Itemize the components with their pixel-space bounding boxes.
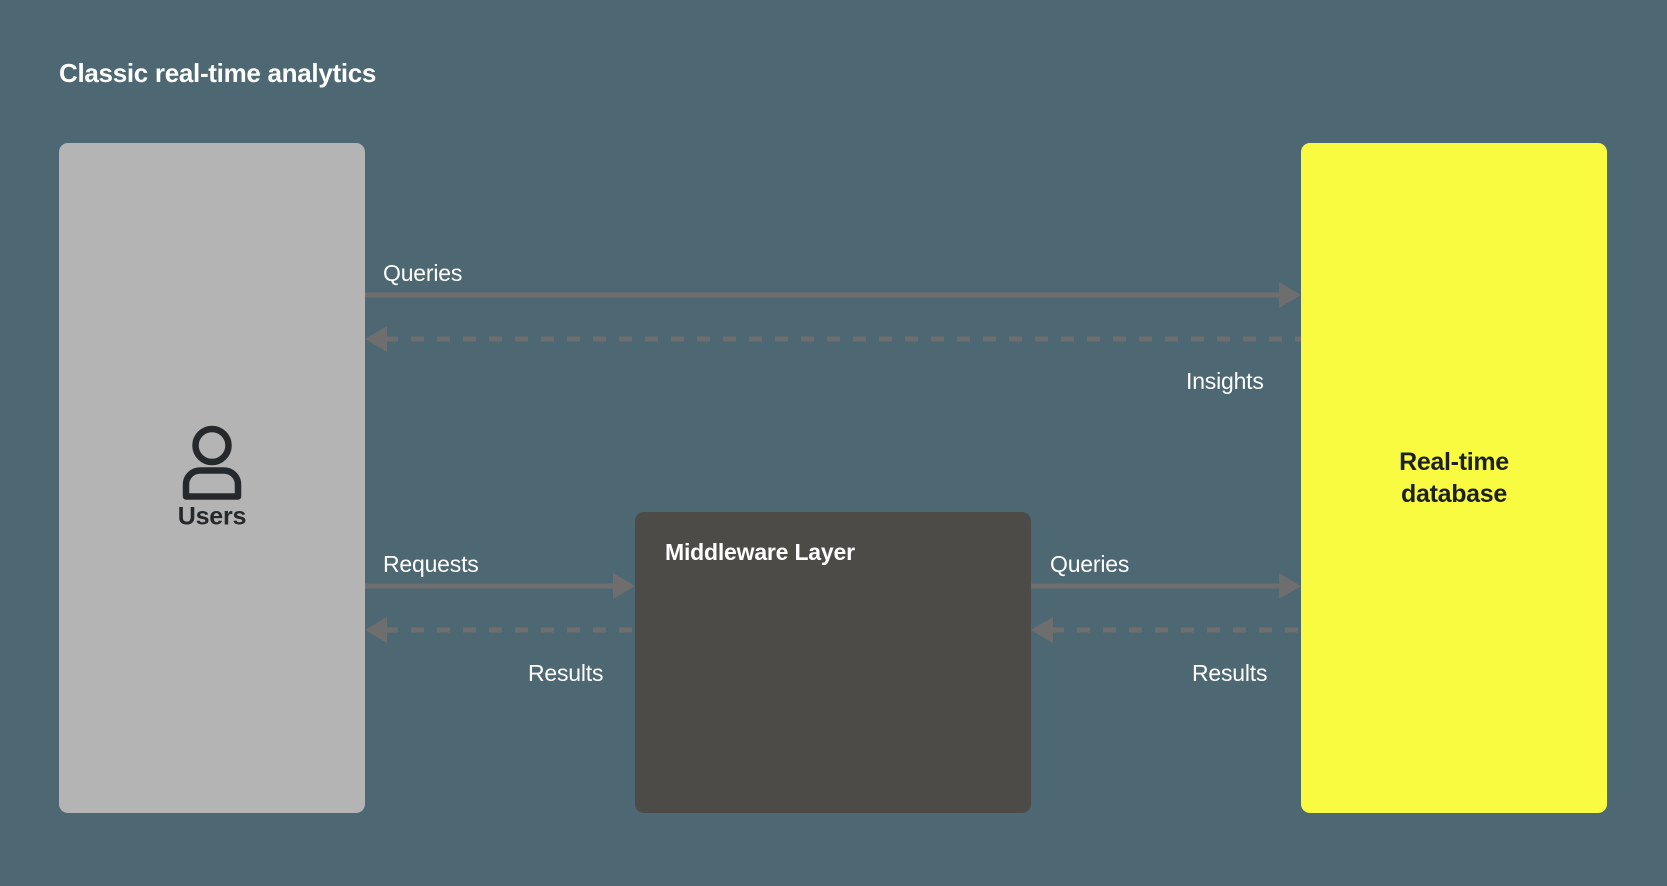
edge-label-results-left: Results <box>528 660 604 686</box>
node-middleware[interactable]: Middleware Layer <box>635 512 1031 813</box>
users-content: Users <box>59 425 365 532</box>
node-users[interactable]: Users <box>59 143 365 813</box>
edge-results-middleware-to-users <box>365 617 635 653</box>
node-database-label-line1: Real-time <box>1399 448 1509 476</box>
user-icon <box>177 425 247 501</box>
edge-label-queries-bottom: Queries <box>1050 551 1130 577</box>
edge-queries-users-to-database <box>365 282 1301 318</box>
node-users-label: Users <box>177 502 247 531</box>
page-title: Classic real-time analytics <box>59 58 377 88</box>
edge-label-results-right: Results <box>1192 660 1268 686</box>
node-database-label: Real-time database <box>1301 446 1607 510</box>
edge-insights-database-to-users <box>365 326 1301 362</box>
edge-label-insights: Insights <box>1186 368 1264 394</box>
edge-requests-users-to-middleware <box>365 573 635 609</box>
edge-label-queries-top: Queries <box>383 260 463 286</box>
edge-queries-middleware-to-database <box>1031 573 1301 609</box>
node-database[interactable]: Real-time database <box>1301 143 1607 813</box>
edge-label-requests: Requests <box>383 551 479 577</box>
node-database-label-line2: database <box>1401 480 1507 508</box>
edge-results-database-to-middleware <box>1031 617 1301 653</box>
node-middleware-label: Middleware Layer <box>665 539 855 565</box>
